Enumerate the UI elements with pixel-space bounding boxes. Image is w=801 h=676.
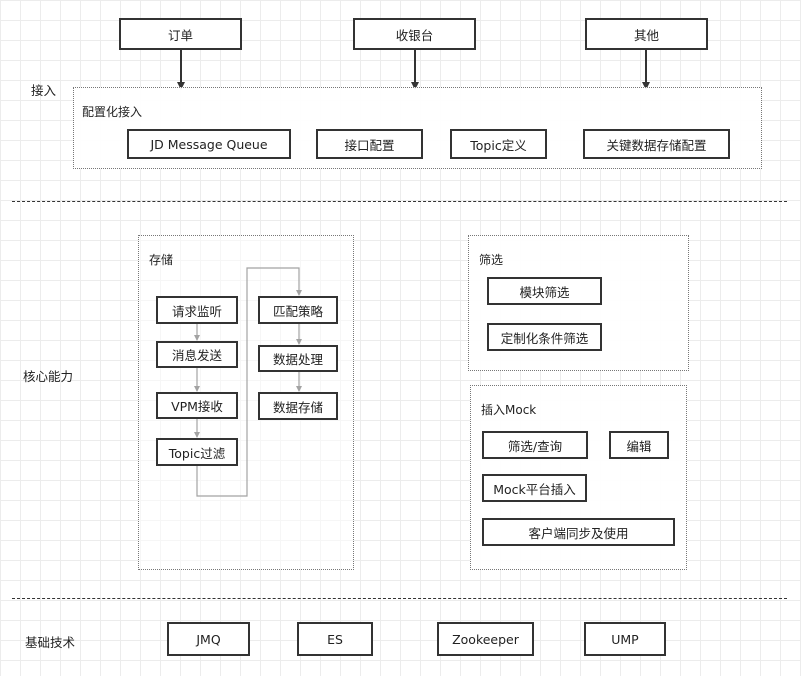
mock-item-label: Mock平台插入: [493, 481, 576, 497]
mock-item-edit: 编辑: [609, 431, 669, 459]
access-item-topic-define: Topic定义: [450, 129, 547, 159]
source-other-box: 其他: [585, 18, 708, 50]
access-item-label: 接口配置: [344, 137, 395, 153]
filter-item-label: 定制化条件筛选: [500, 330, 589, 346]
base-item-es: ES: [297, 622, 373, 656]
access-side-label: 接入: [31, 83, 57, 98]
mock-item-filter-query: 筛选/查询: [482, 431, 588, 459]
mock-group-title: 插入Mock: [481, 403, 537, 417]
storage-step-data-store: 数据存储: [258, 392, 338, 420]
mock-item-label: 客户端同步及使用: [528, 525, 629, 541]
source-order-box: 订单: [119, 18, 242, 50]
mock-item-label: 编辑: [626, 438, 652, 454]
storage-step-send: 消息发送: [156, 341, 238, 368]
access-item-label: Topic定义: [470, 137, 527, 153]
source-other-label: 其他: [633, 27, 659, 43]
storage-step-label: Topic过滤: [168, 445, 226, 461]
separator-top: [12, 201, 787, 202]
base-item-ump: UMP: [584, 622, 666, 656]
access-item-jd-mq: JD Message Queue: [127, 129, 291, 159]
storage-step-vpm-receive: VPM接收: [156, 392, 238, 419]
base-item-label: UMP: [611, 631, 639, 647]
storage-step-match-strategy: 匹配策略: [258, 296, 338, 324]
storage-step-label: 数据存储: [272, 399, 323, 415]
access-group-title: 配置化接入: [82, 105, 143, 119]
mock-item-label: 筛选/查询: [507, 438, 563, 454]
storage-step-label: 匹配策略: [272, 303, 323, 319]
filter-group-title: 筛选: [479, 253, 504, 267]
core-side-label: 核心能力: [23, 369, 74, 384]
storage-step-label: 请求监听: [171, 303, 222, 319]
base-item-jmq: JMQ: [167, 622, 250, 656]
base-item-label: JMQ: [196, 631, 221, 647]
access-item-label: JD Message Queue: [150, 136, 268, 152]
access-item-interface-config: 接口配置: [316, 129, 423, 159]
mock-item-platform-insert: Mock平台插入: [482, 474, 587, 502]
storage-step-topic-filter: Topic过滤: [156, 438, 238, 466]
storage-group-title: 存储: [149, 253, 174, 267]
base-item-zookeeper: Zookeeper: [437, 622, 534, 656]
separator-bottom: [12, 598, 787, 599]
mock-item-client-sync: 客户端同步及使用: [482, 518, 675, 546]
base-item-label: ES: [327, 631, 343, 647]
access-item-label: 关键数据存储配置: [606, 137, 707, 153]
source-cashier-label: 收银台: [395, 27, 434, 43]
storage-step-label: 消息发送: [171, 348, 222, 363]
source-cashier-box: 收银台: [353, 18, 476, 50]
storage-step-label: 数据处理: [272, 352, 323, 367]
access-item-key-data-storage: 关键数据存储配置: [583, 129, 730, 159]
filter-item-custom-condition: 定制化条件筛选: [487, 323, 602, 351]
filter-item-module: 模块筛选: [487, 277, 602, 305]
base-side-label: 基础技术: [25, 635, 76, 650]
source-order-label: 订单: [167, 27, 193, 43]
base-item-label: Zookeeper: [452, 631, 519, 647]
storage-step-listen: 请求监听: [156, 296, 238, 324]
storage-step-data-process: 数据处理: [258, 345, 338, 372]
filter-item-label: 模块筛选: [519, 284, 570, 300]
storage-step-label: VPM接收: [171, 399, 223, 414]
